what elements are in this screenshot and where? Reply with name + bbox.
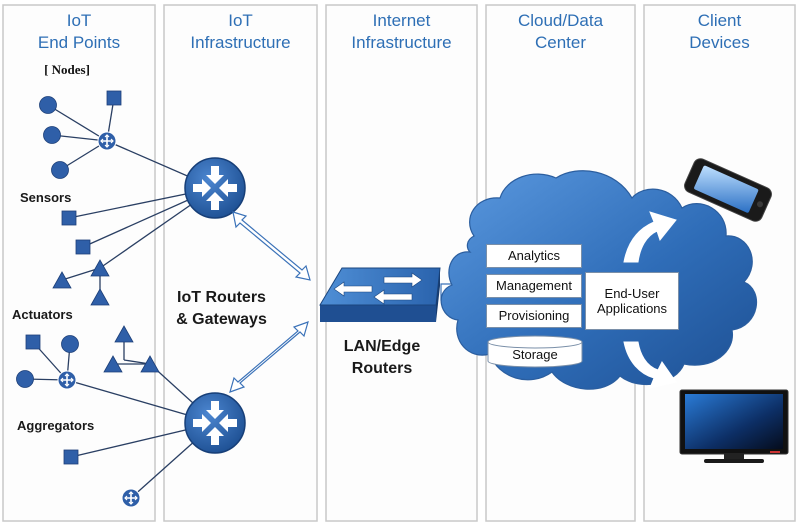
lan-edge-routers-label: LAN/Edge Routers (326, 336, 438, 380)
service-management: Management (486, 274, 582, 298)
column-title-cloud: Cloud/Data Center (486, 10, 635, 54)
actuator-node (90, 288, 110, 306)
actuator-node (114, 325, 134, 343)
service-storage: Storage (512, 347, 558, 362)
end-user-applications-box: End-User Applications (585, 272, 679, 330)
sensor-node (43, 126, 61, 144)
sensor-node (51, 161, 69, 179)
column-title-internet-infra: Internet Infrastructure (326, 10, 477, 54)
link-arrows (229, 211, 311, 393)
lan-edge-label-line2: Routers (351, 360, 413, 377)
end-user-apps-line1: End-User (604, 286, 660, 301)
column-title-line1: IoT (228, 11, 253, 30)
iot-routers-label-line2: & Gateways (176, 311, 267, 328)
curved-arrow-up-icon (623, 211, 677, 263)
iot-routers-label: IoT Routers & Gateways (164, 287, 279, 331)
sensor-node (25, 334, 41, 350)
column-title-line1: Client (697, 11, 742, 30)
curved-arrow-down-icon (623, 341, 677, 389)
column-title-line1: IoT (66, 11, 92, 30)
sensor-node (16, 370, 34, 388)
hub-icon (97, 131, 117, 151)
hub-icon (57, 370, 77, 390)
smartphone-icon (684, 158, 772, 222)
sensor-nodes (39, 90, 122, 306)
end-user-apps-line2: Applications (596, 301, 668, 316)
lower-nodes (16, 325, 160, 465)
actuator-node (52, 271, 72, 289)
monitor-icon (679, 389, 789, 463)
iot-routers-label-line1: IoT Routers (177, 289, 266, 306)
column-title-line2: Devices (689, 33, 750, 52)
actuator-node (140, 355, 160, 373)
hub-icon (121, 488, 141, 508)
storage-cylinder-icon (487, 335, 583, 368)
sensor-node (39, 96, 57, 114)
column-title-line2: Infrastructure (190, 33, 291, 52)
actuator-node (90, 259, 110, 277)
sensor-node (61, 335, 79, 353)
sensor-node (61, 210, 77, 226)
lan-edge-label-line1: LAN/Edge (343, 338, 421, 355)
router-icon (184, 392, 246, 454)
hub-icons (57, 131, 141, 508)
column-title-line2: Center (534, 33, 587, 52)
sensor-node (106, 90, 122, 106)
sensors-label: Sensors (20, 190, 72, 205)
router-icon (184, 157, 246, 219)
column-title-client: Client Devices (644, 10, 795, 54)
double-arrow-icon (229, 321, 309, 393)
service-provisioning: Provisioning (486, 304, 582, 328)
column-title-line1: Cloud/Data (517, 11, 604, 30)
service-analytics: Analytics (486, 244, 582, 268)
column-title-iot-infra: IoT Infrastructure (164, 10, 317, 54)
double-arrow-icon (232, 211, 311, 281)
aggregators-label: Aggregators (17, 418, 95, 433)
column-title-endpoints: IoT End Points (3, 10, 155, 54)
actuators-label: Actuators (12, 307, 73, 322)
aggregator-node (63, 449, 79, 465)
sensor-node (75, 239, 91, 255)
column-title-line2: Infrastructure (351, 33, 452, 52)
column-title-line1: Internet (372, 11, 431, 30)
column-title-line2: End Points (37, 33, 121, 52)
switch-icon (319, 267, 441, 322)
nodes-label: [ Nodes] (44, 62, 90, 77)
column-endpoints (2, 4, 156, 522)
actuator-node (103, 355, 123, 373)
